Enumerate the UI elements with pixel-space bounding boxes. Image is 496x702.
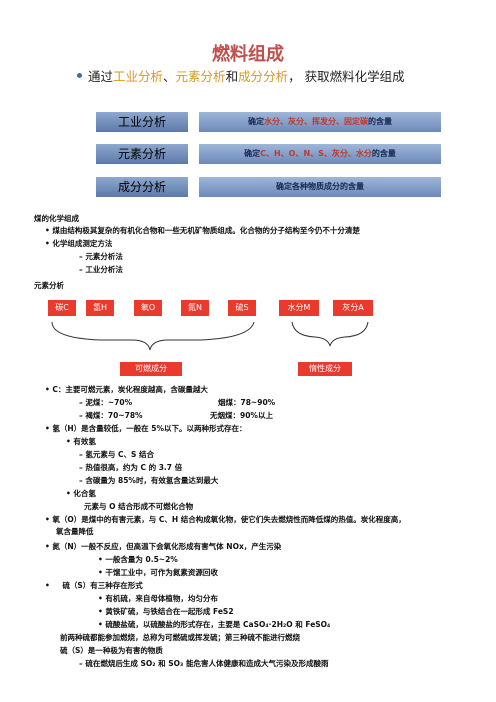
bullet-text: 热值很高，约为 C 的 3.7 倍 — [85, 463, 183, 472]
bullet-text: 褐煤：70~78% — [85, 411, 143, 420]
nitrogen-line: • 氮（N）一般不反应，但高温下会氧化形成有害气体 NOx，产生污染 — [45, 542, 282, 551]
bullet-text: 氧（O）是煤中的有害元素，与 C、H 结合构成氧化物，使它们失去燃烧性而降低煤的… — [52, 515, 406, 524]
label-industrial-analysis: 工业分析 — [96, 112, 188, 132]
chip-hydrogen: 氢H — [86, 300, 114, 316]
intro-text: 和 — [225, 69, 239, 84]
brace-combustible — [51, 321, 255, 351]
bar-industrial-analysis: 确定水分、灰分、挥发分、固定碳的含量 — [199, 112, 441, 132]
hydrogen-compound: • 化合氢 — [66, 489, 96, 498]
bullet-text: 有效氢 — [73, 437, 96, 446]
brace-inert — [291, 321, 369, 347]
grouping-braces — [51, 321, 369, 351]
bullet-text: 硫在燃烧后生成 SO₂ 和 SO₃ 能危害人体健康和造成大气污染及形成酸雨 — [85, 659, 329, 668]
oxygen-line: • 氧（O）是煤中的有害元素，与 C、H 结合构成氧化物，使它们失去燃烧性而降低… — [45, 515, 406, 524]
bullet-text: 硫（S）有三种存在形式 — [62, 581, 143, 590]
notes-heading: 煤的化学组成 — [34, 214, 79, 223]
chip-moisture: 水分M — [279, 300, 319, 316]
group-combustible: 可燃成分 — [120, 362, 182, 376]
carbon-lignite: – 褐煤：70~78% — [79, 411, 143, 420]
notes-heading-2: 元素分析 — [34, 281, 64, 290]
bullet-2b: – 工业分析法 — [79, 265, 123, 274]
bar-text: 确定各种物质成分的含量 — [276, 182, 364, 191]
intro-text: 通过 — [88, 69, 114, 84]
sulfur-c: • 硫酸盐硫，以硫酸盐的形式存在，主要是 CaSO₄·2H₂O 和 FeSO₄ — [98, 620, 331, 629]
intro-highlight: 工业分析 — [113, 69, 164, 84]
bullet-text: 干馏工业中，可作为氮素资源回收 — [105, 568, 218, 577]
bullet-text: 含碳量为 85%时，有效氢含量达到最大 — [85, 476, 219, 485]
group-inert: 惰性成分 — [298, 362, 352, 376]
bullet-2a: – 元素分析法 — [79, 252, 123, 261]
bullet-text: 煤由结构极其复杂的有机化合物和一些无机矿物质组成。化合物的分子结构至今仍不十分清… — [52, 226, 360, 235]
sulfur-d: 前两种硫都能参加燃烧，总称为可燃硫或挥发硫；第三种硫不能进行燃烧 — [60, 633, 300, 642]
bar-text: 确定 — [248, 117, 264, 126]
bar-red-text: 水分、灰分、挥发分、固定碳 — [264, 117, 368, 126]
chip-sulfur: 硫S — [228, 300, 256, 316]
bullet-text: 氢（H）是含量较低，一般在 5%以下。以两种形式存在： — [52, 424, 247, 433]
bullet-2: • 化学组成测定方法 — [45, 239, 113, 248]
sulfur-f: – 硫在燃烧后生成 SO₂ 和 SO₃ 能危害人体健康和造成大气污染及形成酸雨 — [79, 659, 329, 668]
bar-text: 的含量 — [368, 117, 392, 126]
hydrogen-line: • 氢（H）是含量较低，一般在 5%以下。以两种形式存在： — [45, 424, 247, 433]
chip-ash: 灰分A — [333, 300, 373, 316]
nitrogen-a: • 一般含量为 0.5~2% — [98, 555, 178, 564]
carbon-line: • C：主要可燃元素，炭化程度越高，含碳量越大 — [45, 385, 208, 394]
bullet-text: 化学组成测定方法 — [52, 239, 113, 248]
chip-oxygen: 氧O — [134, 300, 162, 316]
carbon-bituminous: 烟煤：78~90% — [218, 398, 276, 407]
hydrogen-a1: – 氢元素与 C、S 结合 — [79, 450, 155, 459]
sulfur-line: • 硫（S）有三种存在形式 — [45, 581, 143, 590]
oxygen-line-2: 氧含量降低 — [56, 527, 94, 536]
hydrogen-b1: 元素与 O 结合形成不可燃化合物 — [84, 502, 194, 511]
sulfur-b: • 黄铁矿硫，与铁结合在一起形成 FeS2 — [98, 607, 234, 616]
hydrogen-a2: – 热值很高，约为 C 的 3.7 倍 — [79, 463, 183, 472]
bullet-text: C：主要可燃元素，炭化程度越高，含碳量越大 — [52, 385, 208, 394]
bar-text: 确定 — [244, 149, 261, 158]
bar-element-analysis: 确定C、H、O、N、S、灰分、水分的含量 — [199, 144, 441, 164]
bullet-text: 泥煤：~70% — [85, 398, 133, 407]
carbon-anthracite: 无烟煤：90%以上 — [210, 411, 273, 420]
bullet-dot — [77, 73, 82, 78]
bullet-1: • 煤由结构极其复杂的有机化合物和一些无机矿物质组成。化合物的分子结构至今仍不十… — [45, 226, 360, 235]
bullet-text: 化合氢 — [73, 489, 96, 498]
bar-component-analysis: 确定各种物质成分的含量 — [199, 177, 441, 197]
bullet-text: 一般含量为 0.5~2% — [105, 555, 178, 564]
label-element-analysis: 元素分析 — [96, 144, 188, 164]
intro-text: 、 — [163, 69, 176, 84]
nitrogen-b: • 干馏工业中，可作为氮素资源回收 — [98, 568, 218, 577]
slide-intro: 通过工业分析、元素分析和成分分析， 获取燃料化学组成 — [88, 68, 438, 86]
intro-text: ， 获取燃料化学组成 — [288, 69, 405, 84]
slide-title: 燃料组成 — [212, 44, 284, 65]
label-component-analysis: 成分分析 — [96, 177, 188, 197]
carbon-peat: – 泥煤：~70% — [79, 398, 133, 407]
hydrogen-effective: • 有效氢 — [66, 437, 96, 446]
hydrogen-a3: – 含碳量为 85%时，有效氢含量达到最大 — [79, 476, 219, 485]
bullet-text: 硫酸盐硫，以硫酸盐的形式存在，主要是 CaSO₄·2H₂O 和 FeSO₄ — [105, 620, 331, 629]
bullet-text: 工业分析法 — [85, 265, 123, 274]
chip-nitrogen: 氮N — [181, 300, 209, 316]
intro-highlight: 成分分析 — [238, 69, 289, 84]
chip-carbon: 碳C — [48, 300, 76, 316]
sulfur-e: 硫（S）是一种极为有害的物质 — [60, 646, 163, 655]
intro-highlight: 元素分析 — [175, 69, 226, 84]
bullet-text: 黄铁矿硫，与铁结合在一起形成 FeS2 — [105, 607, 234, 616]
bullet-text: 有机硫，来自母体植物，均匀分布 — [105, 594, 218, 603]
bullet-text: 氮（N）一般不反应，但高温下会氧化形成有害气体 NOx，产生污染 — [52, 542, 282, 551]
bullet-text: 元素分析法 — [85, 252, 123, 261]
bar-red-text: C、H、O、N、S、灰分、水分 — [260, 149, 372, 158]
bar-text: 的含量 — [371, 149, 396, 158]
sulfur-a: • 有机硫，来自母体植物，均匀分布 — [98, 594, 218, 603]
bullet-text: 氢元素与 C、S 结合 — [85, 450, 155, 459]
